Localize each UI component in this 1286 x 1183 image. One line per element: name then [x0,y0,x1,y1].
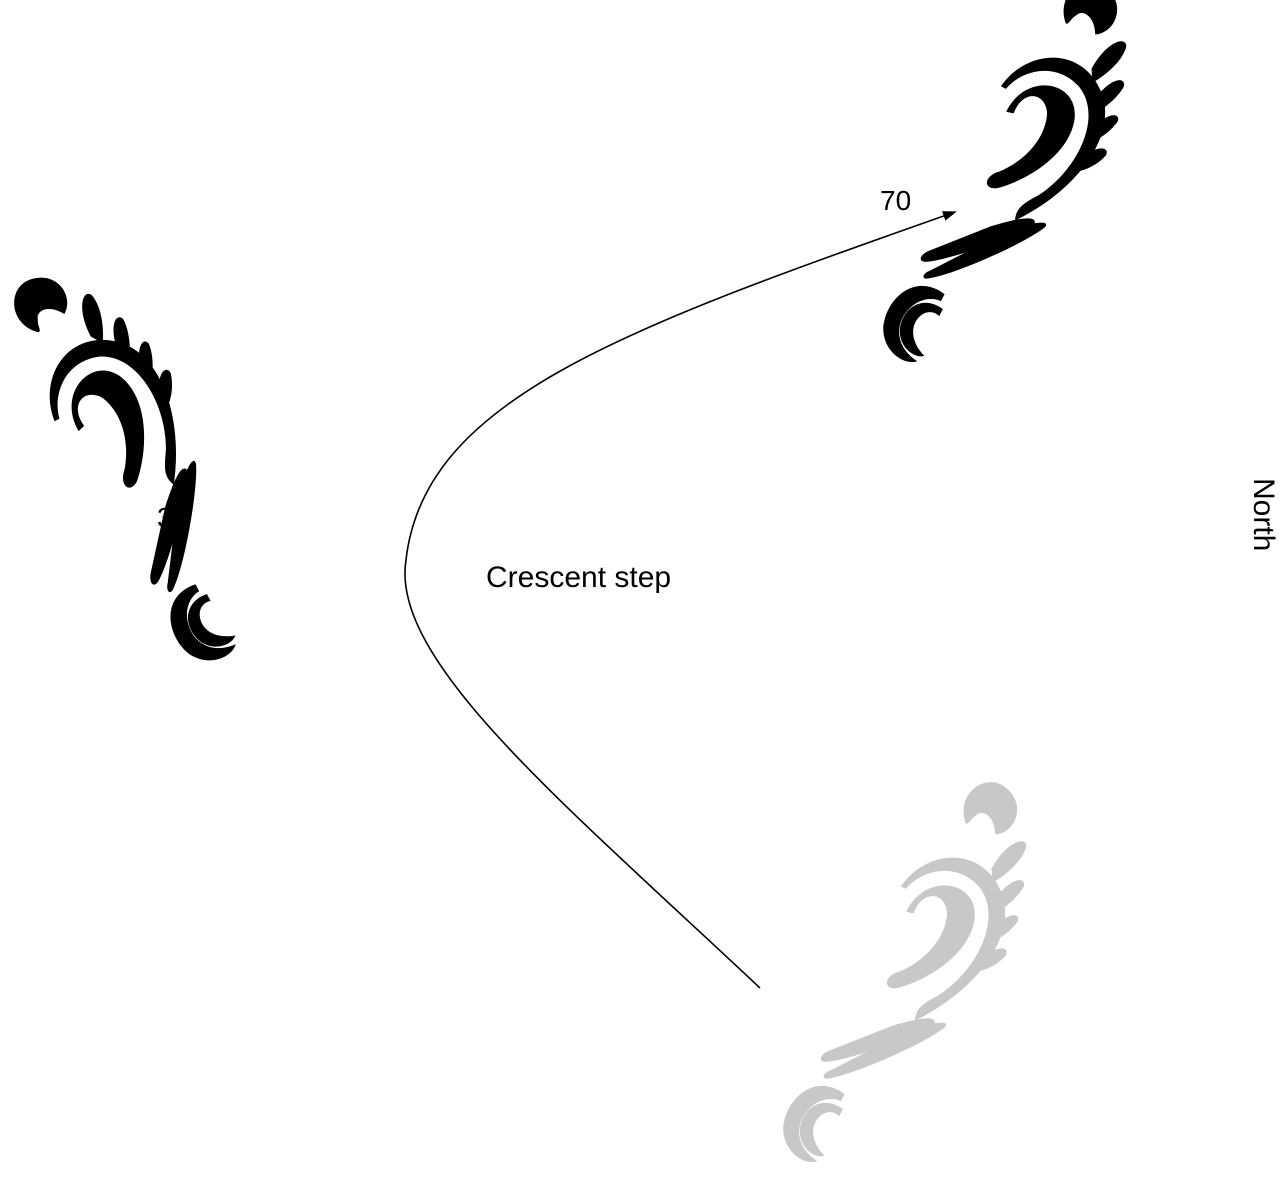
crescent-path-arrow [405,212,955,988]
ghost-footprint-icon [766,765,1076,1183]
right-footprint-icon [866,0,1176,399]
left-angle-label: 30 [157,504,188,532]
left-footprint-icon [0,242,300,676]
step-name-label: Crescent step [486,563,671,593]
right-angle-label: 70 [880,187,911,215]
direction-label: North [1248,478,1278,551]
